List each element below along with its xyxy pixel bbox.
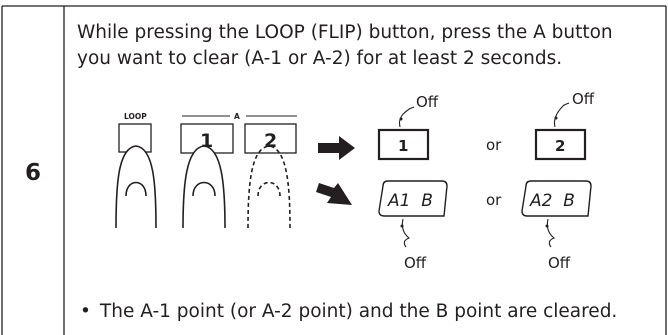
off-pointer-bottom-right bbox=[546, 218, 556, 248]
display-box-a2b-text: A2 B bbox=[529, 191, 575, 211]
off-pointer-top-right-dot bbox=[554, 116, 558, 120]
display-box-2 bbox=[534, 128, 587, 161]
off-pointer-top-right bbox=[553, 102, 570, 128]
or-text-top: or bbox=[486, 136, 502, 154]
loop-label: LOOP bbox=[124, 112, 147, 121]
display-box-a1b bbox=[378, 180, 448, 217]
off-pointer-bottom-left-dot bbox=[400, 224, 404, 228]
or-text-bottom: or bbox=[486, 191, 502, 209]
finger-a2-dashed bbox=[247, 145, 291, 229]
table-border bbox=[1, 5, 667, 335]
step-number: 6 bbox=[24, 160, 41, 186]
right-arrow-icon bbox=[318, 136, 355, 160]
off-label-top-right: Off bbox=[572, 90, 595, 108]
off-pointer-bottom-left bbox=[401, 218, 411, 248]
bullet-icon: • bbox=[80, 301, 91, 322]
down-right-arrow-icon bbox=[316, 183, 352, 205]
display-box-1-text: 1 bbox=[398, 137, 408, 155]
instruction-line-2: you want to clear (A-1 or A-2) for at le… bbox=[77, 48, 563, 69]
off-label-top-left: Off bbox=[416, 93, 439, 111]
display-box-a2b bbox=[521, 180, 592, 217]
off-pointer-top-left bbox=[398, 106, 415, 128]
note-text: The A-1 point (or A-2 point) and the B p… bbox=[99, 301, 618, 322]
off-label-bottom-left: Off bbox=[404, 254, 427, 272]
a2-button bbox=[244, 123, 297, 154]
a2-button-label: 2 bbox=[264, 130, 277, 152]
display-box-a1b-text: A1 B bbox=[387, 191, 433, 211]
note: • The A-1 point (or A-2 point) and the B … bbox=[80, 300, 617, 324]
off-pointer-bottom-right-dot bbox=[545, 224, 549, 228]
display-box-1 bbox=[377, 128, 430, 161]
finger-a1 bbox=[182, 145, 226, 229]
off-pointer-top-left-dot bbox=[399, 117, 403, 121]
display-box-2-text: 2 bbox=[555, 137, 565, 155]
off-label-bottom-right: Off bbox=[548, 254, 571, 272]
a-label: A bbox=[234, 112, 240, 121]
instruction-line-1: While pressing the LOOP (FLIP) button, p… bbox=[77, 22, 613, 43]
finger-loop bbox=[115, 145, 157, 229]
